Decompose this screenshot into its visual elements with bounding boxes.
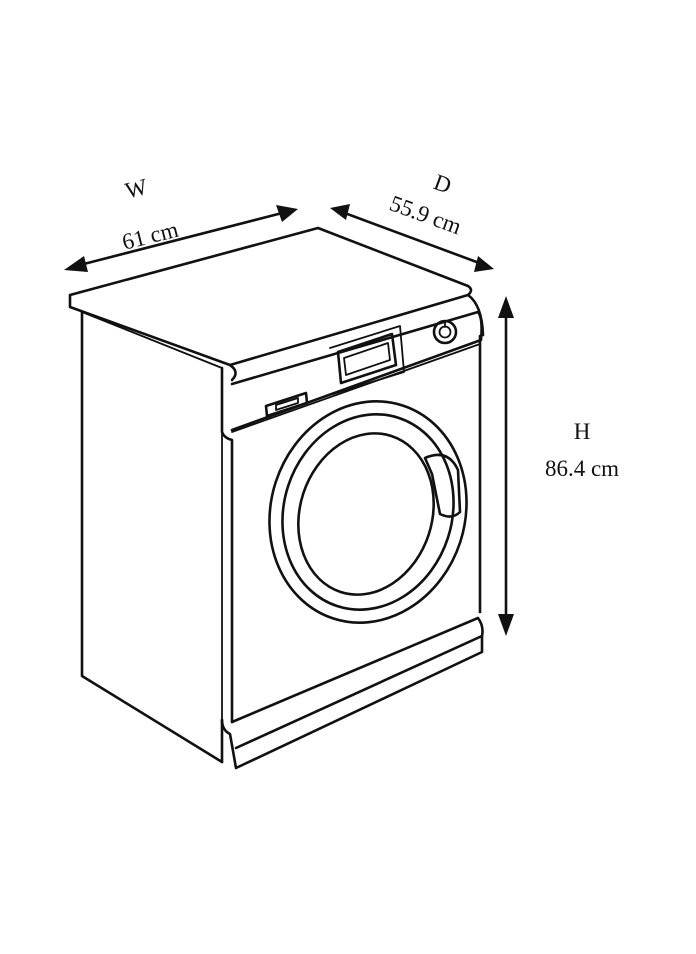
door [268,400,468,624]
height-dimension: H 86.4 cm [498,296,619,636]
height-value: 86.4 cm [545,456,619,481]
door-handle [423,453,462,518]
control-knob [432,319,458,345]
height-letter: H [574,419,591,444]
width-dimension: W 61 cm [64,174,298,272]
display-screen [329,325,405,395]
side-panel [80,310,224,764]
depth-dimension: D 55.9 cm [330,169,494,272]
washing-machine-icon [68,226,485,770]
top-panel [68,226,473,367]
width-value: 61 cm [120,217,181,255]
detergent-drawer [264,391,309,418]
width-letter: W [123,174,150,204]
control-panel [230,310,483,432]
front-panel [220,366,234,724]
base-plinth [230,616,484,750]
depth-letter: D [430,169,454,198]
